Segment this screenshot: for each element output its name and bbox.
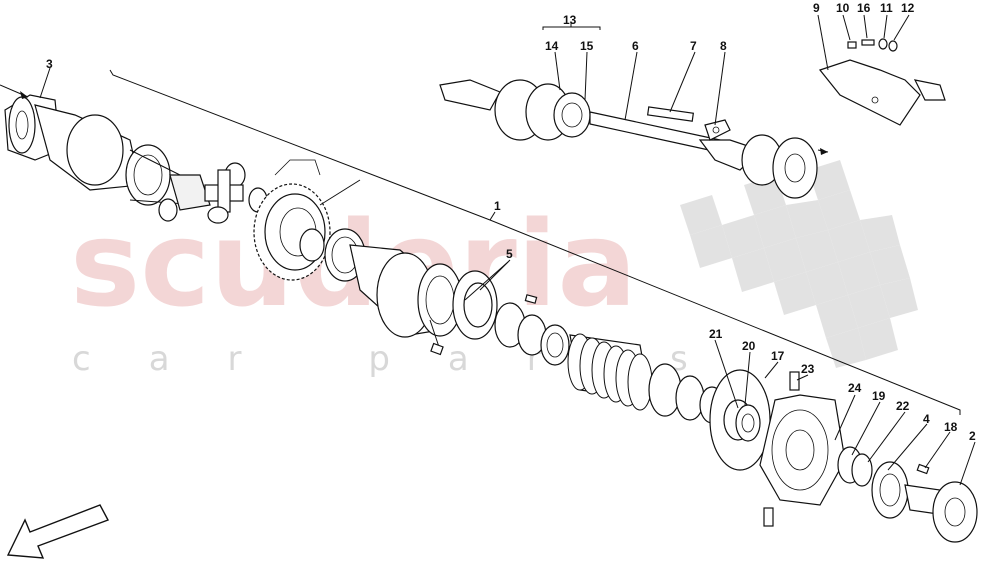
callout-17: 17 <box>771 349 785 363</box>
side-cover <box>759 371 846 527</box>
heat-shield-bracket <box>818 38 946 126</box>
callout-4: 4 <box>923 412 930 426</box>
callout-7: 7 <box>690 39 697 53</box>
left-driveshaft-flange <box>0 84 211 211</box>
callout-1: 1 <box>494 199 501 213</box>
snap-rings <box>837 446 873 487</box>
callout-labels: 1 2 3 4 5 6 7 8 9 10 11 12 13 14 15 16 1… <box>46 1 976 443</box>
checkered-flag-watermark <box>680 160 918 368</box>
leader-lines <box>39 14 976 486</box>
callout-18: 18 <box>944 420 958 434</box>
axle-shaft <box>439 79 829 199</box>
callout-11: 11 <box>880 1 893 15</box>
callout-16: 16 <box>857 1 871 15</box>
clutch-plate-pack <box>567 333 725 424</box>
side-bearing <box>723 399 761 442</box>
callout-23: 23 <box>801 362 815 376</box>
callout-3: 3 <box>46 57 53 71</box>
callout-8: 8 <box>720 39 727 53</box>
callout-5: 5 <box>506 247 513 261</box>
callout-24: 24 <box>848 381 862 395</box>
callout-22: 22 <box>896 399 910 413</box>
callout-6: 6 <box>632 39 639 53</box>
callout-14: 14 <box>545 39 559 53</box>
hub-rings <box>494 302 570 366</box>
callout-13: 13 <box>563 13 577 27</box>
callout-12: 12 <box>901 1 915 15</box>
main-bearing <box>452 261 538 340</box>
direction-arrow-icon <box>6 504 109 559</box>
callout-19: 19 <box>872 389 886 403</box>
differential-spider-gears <box>158 162 268 224</box>
callout-20: 20 <box>742 339 756 353</box>
callout-2: 2 <box>969 429 976 443</box>
differential-housing <box>349 244 463 356</box>
callout-15: 15 <box>580 39 594 53</box>
callout-10: 10 <box>836 1 850 15</box>
callout-9: 9 <box>813 1 820 15</box>
output-flange <box>871 461 978 543</box>
callout-21: 21 <box>709 327 723 341</box>
